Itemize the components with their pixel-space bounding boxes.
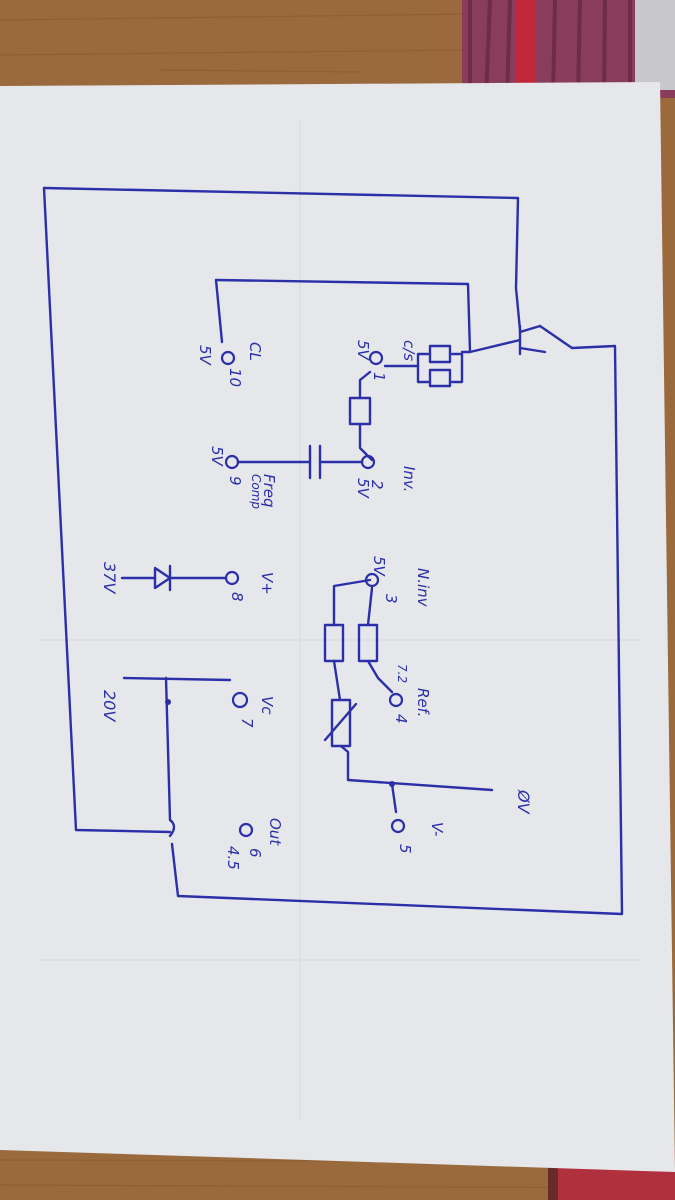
v37-label: 37V [100,562,119,594]
pin-9-circle [224,454,240,470]
pin-1-circle [368,350,384,366]
ground-label: ØV [514,789,533,815]
pin-9-number: 9 [226,476,244,486]
pin-4-circle [388,692,404,708]
pin-10-label: CL [246,342,264,361]
pin-5-number: 5 [396,844,414,854]
pin-2-number: 2 [368,480,386,490]
pin-9-freq: Freq [260,474,278,508]
pins [220,350,406,838]
pin-9-comp: Comp [249,474,263,509]
pin-2-voltage: 5V [354,478,372,500]
pin-9-voltage: 5V [208,446,226,468]
pin-6-number: 6 [246,848,264,858]
labels: CL 10 5V c/s 1 5V Freq Comp 9 5V Inv. 2 … [100,340,533,870]
transistor [468,324,574,356]
cs-resistors [214,278,472,388]
pin-1-voltage: 5V [354,340,372,362]
diode-pin8 [120,564,227,592]
pin-5-label: V- [428,822,446,836]
paper-sheet [0,82,675,1172]
vc-supply [122,676,232,838]
pin-6-circle [238,822,254,838]
pin-5-circle [390,818,406,834]
pin-2-circle [360,454,376,470]
cable-top-right [462,0,675,99]
pin-4-number: 4 [392,714,410,724]
outer-wires [42,186,624,916]
pin-1-label: c/s [400,340,418,361]
pin-7-circle [231,691,249,709]
pin-3-circle [364,572,380,588]
pin3-divider [323,578,494,814]
pin-8-label: V+ [258,572,276,595]
pin-4-voltage: 7.2 [395,664,409,683]
pin-10-number: 10 [226,368,244,387]
paper-grid [40,120,640,1120]
pin-4-label: Ref. [414,688,432,717]
v20-label: 20V [100,690,119,722]
pin-7-label: Vc [258,696,276,715]
pin-7-number: 7 [238,718,256,728]
pin-6-voltage: 4.5 [224,846,242,870]
pin-10-circle [220,350,236,366]
pin-3-voltage: 5V [370,556,388,578]
pin-2-label: Inv. [400,466,418,492]
pin-3-label: N.inv [414,568,432,608]
pin-10-voltage: 5V [196,345,214,367]
pin-8-number: 8 [228,592,246,602]
pin-8-circle [224,570,240,586]
pin-1-number: 1 [370,372,388,382]
pin-6-label: Out [266,818,284,846]
pin-3-number: 3 [382,594,400,604]
compensation-capacitor [236,444,364,480]
